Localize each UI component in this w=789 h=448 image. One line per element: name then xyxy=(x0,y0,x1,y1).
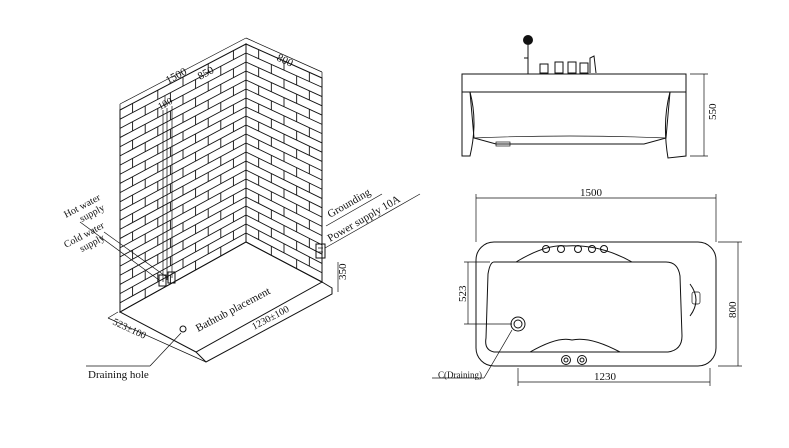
svg-text:Cold watersupply: Cold watersupply xyxy=(62,220,112,260)
dim-1230: 1230 xyxy=(594,371,617,383)
hand-shower-icon xyxy=(523,35,533,74)
side-view: 550 xyxy=(461,35,719,159)
headrest xyxy=(689,283,697,317)
dim-1500-top: 1500 xyxy=(580,187,603,199)
top-jets xyxy=(542,245,608,253)
power-socket xyxy=(315,243,326,259)
floor-slab xyxy=(107,241,333,363)
dim-1500-iso: 1500 xyxy=(164,65,189,86)
faucet-controls xyxy=(539,55,597,74)
dim-850-iso: 850 xyxy=(196,64,217,83)
tub-inner-basin xyxy=(485,261,683,353)
dim-523x100: 523±100 xyxy=(111,317,148,342)
bottom-jets xyxy=(561,355,587,365)
draining-hole-label: Draining hole xyxy=(88,369,149,381)
drain-icon xyxy=(510,316,526,332)
hot-water-valve xyxy=(158,274,167,287)
cold-water-valve xyxy=(167,271,176,284)
water-pipes xyxy=(158,106,326,287)
isometric-installation-view: 1500 850 800 100 Hot watersupply Cold wa… xyxy=(62,37,421,381)
dim-550: 550 xyxy=(707,103,719,120)
iso-top-dimensions xyxy=(119,37,323,114)
side-drain xyxy=(495,141,511,147)
c-draining-label: C(Draining) xyxy=(438,370,482,380)
top-view: C(Draining) 1500 523 800 1230 xyxy=(432,187,742,386)
draining-hole xyxy=(86,325,187,367)
left-brick-wall xyxy=(119,43,247,313)
right-brick-wall xyxy=(245,43,323,283)
dim-800-top: 800 xyxy=(727,301,739,318)
dim-523: 523 xyxy=(457,285,469,302)
dim-350-iso: 350 xyxy=(337,263,349,280)
tub-outer-rim xyxy=(475,241,717,367)
